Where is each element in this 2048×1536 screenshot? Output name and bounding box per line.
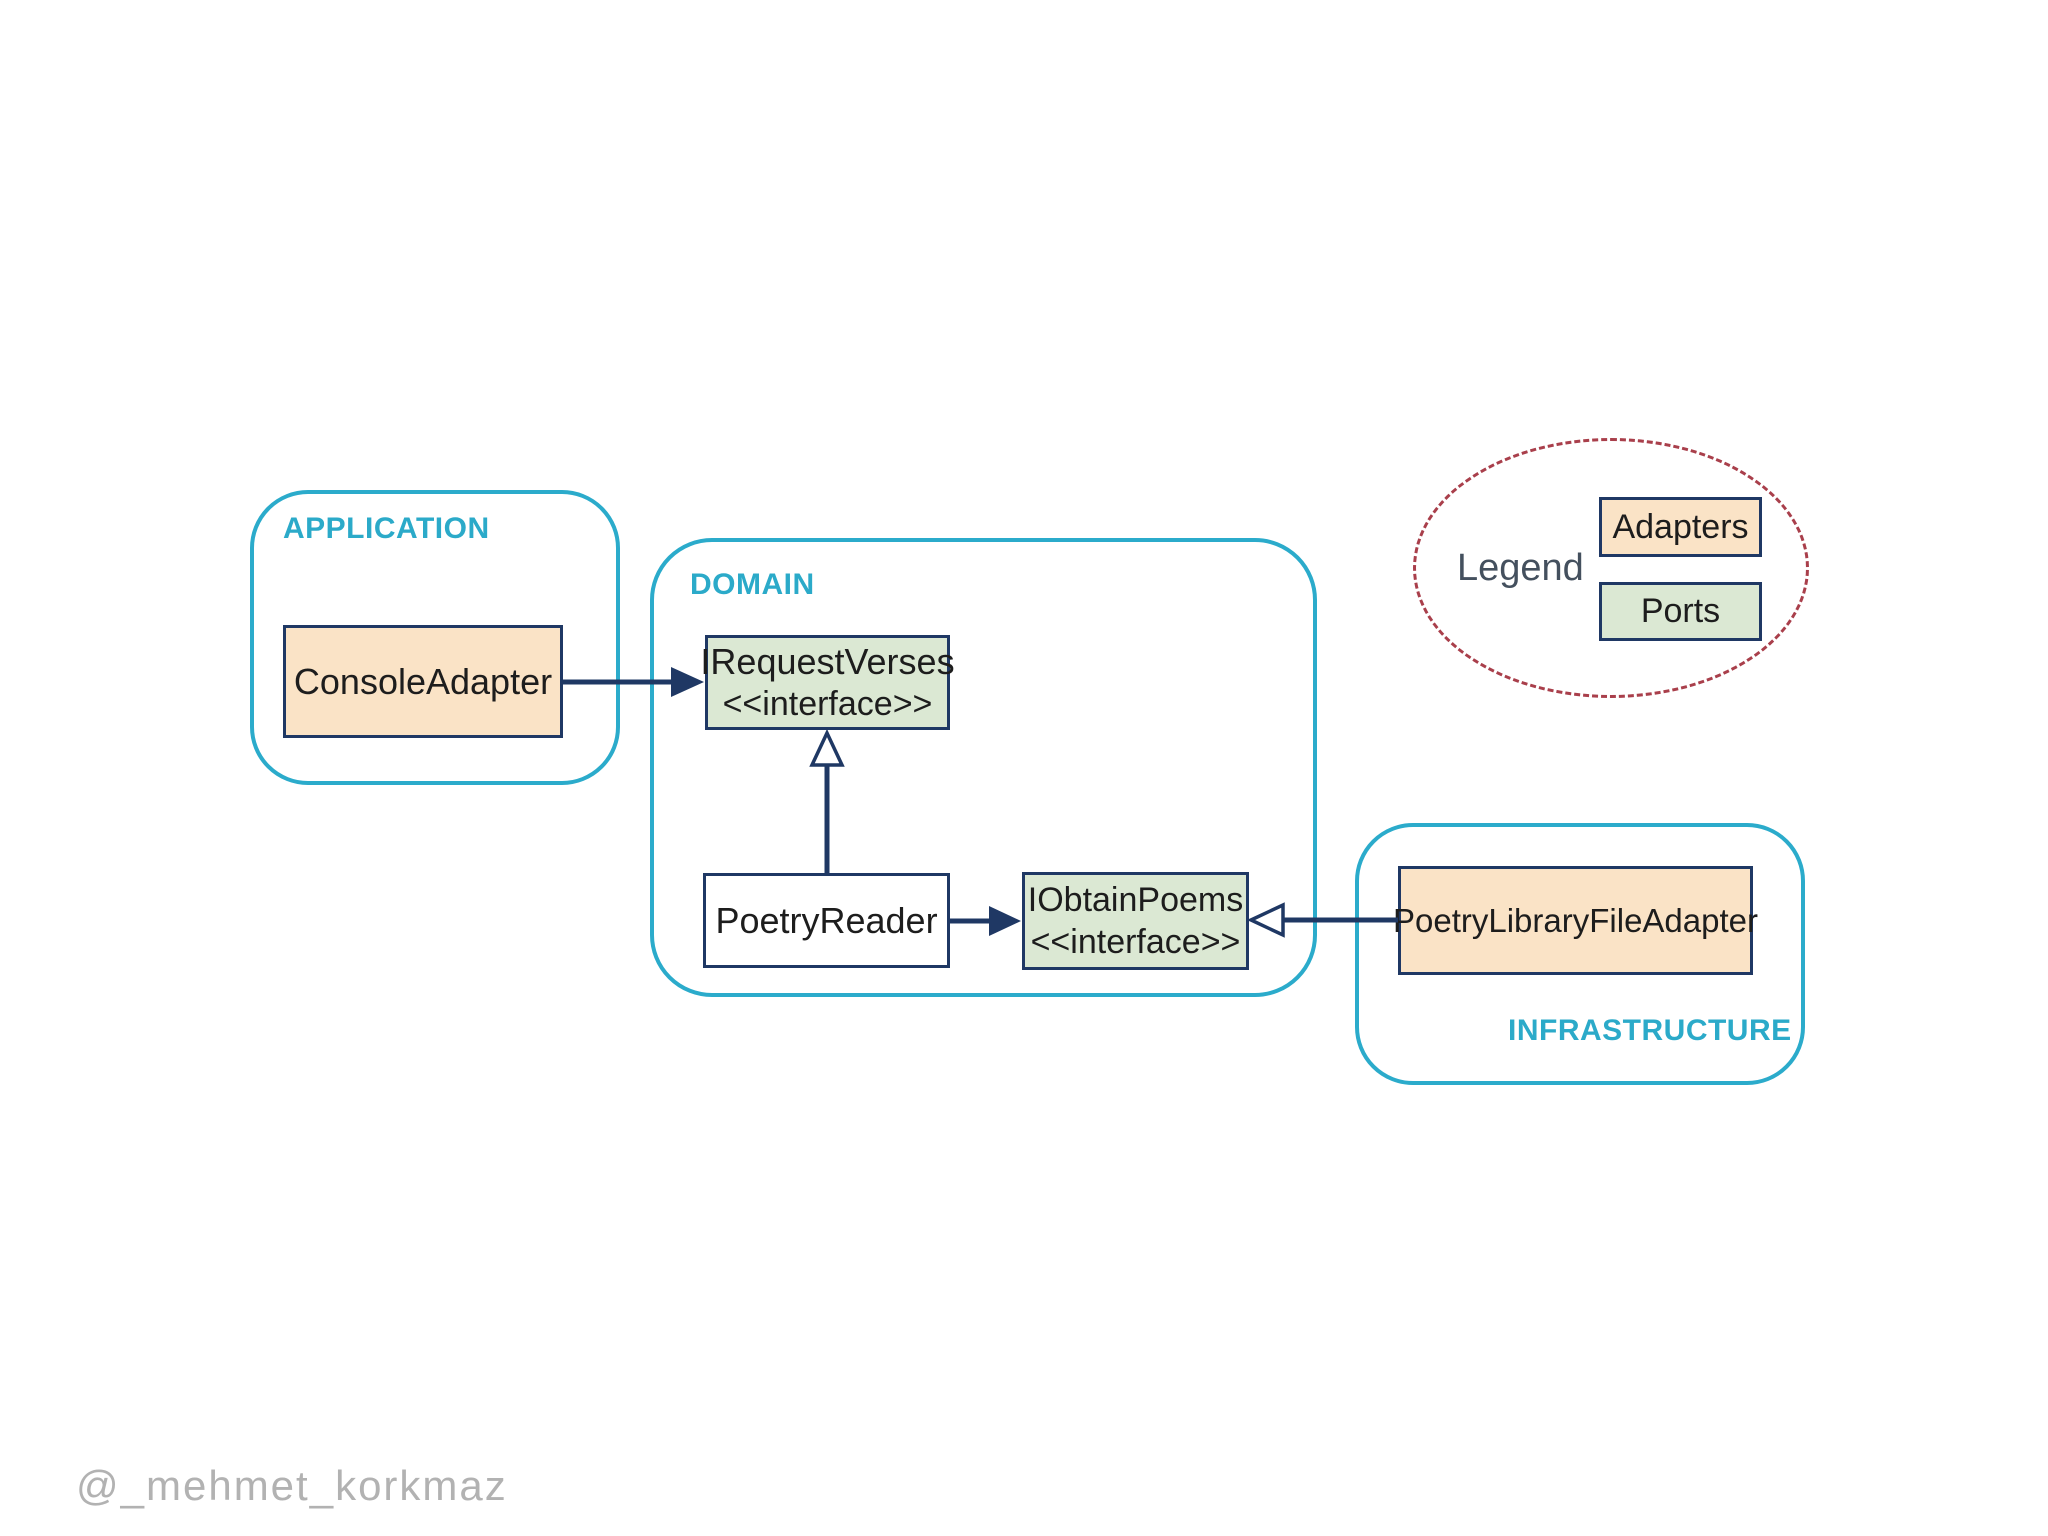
node-irequest-verses: IRequestVerses <<interface>> <box>700 635 955 730</box>
node-iobtain-poems: IObtainPoems <<interface>> <box>1022 872 1249 970</box>
legend-ellipse <box>1413 438 1809 698</box>
domain-container <box>650 538 1317 997</box>
node-iobtain-poems-stereotype: <<interface>> <box>1030 923 1241 961</box>
infrastructure-label: INFRASTRUCTURE <box>1508 1014 1792 1047</box>
legend-title: Legend <box>1457 547 1584 589</box>
legend-item-adapters: Adapters <box>1599 497 1762 557</box>
domain-label: DOMAIN <box>690 568 815 601</box>
node-irequest-verses-stereotype: <<interface>> <box>722 684 933 723</box>
application-container <box>250 490 620 785</box>
node-poetry-reader: PoetryReader <box>703 873 950 968</box>
legend-item-ports: Ports <box>1599 582 1762 641</box>
watermark: @_mehmet_korkmaz <box>76 1462 508 1509</box>
node-poetry-library-file-adapter: PoetryLibraryFileAdapter <box>1393 866 1758 975</box>
node-irequest-verses-label: IRequestVerses <box>700 640 955 682</box>
node-iobtain-poems-label: IObtainPoems <box>1027 881 1244 919</box>
infrastructure-container <box>1355 823 1805 1085</box>
application-label: APPLICATION <box>283 512 490 545</box>
node-console-adapter: ConsoleAdapter <box>283 625 563 738</box>
